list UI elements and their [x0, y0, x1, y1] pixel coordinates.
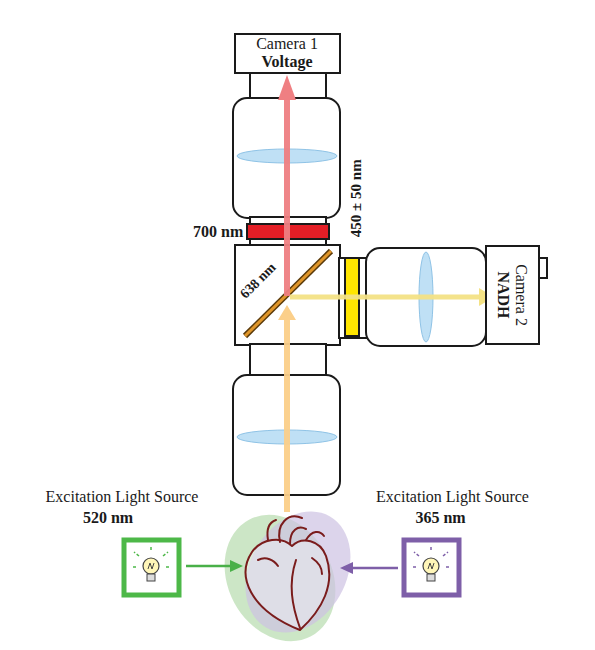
node-title: Excitation Light Source	[376, 488, 529, 506]
node-title: Excitation Light Source	[46, 488, 199, 506]
arrow-head	[340, 562, 353, 574]
node-title: Camera 2	[512, 264, 530, 326]
filament	[148, 563, 154, 569]
atrium-lines	[258, 558, 322, 574]
light-source: Excitation Light Source 520 nm	[12, 488, 232, 600]
green-excitation-arrow	[186, 565, 232, 568]
bulb	[143, 558, 159, 574]
camera-bump	[539, 258, 547, 278]
light-source: Excitation Light Source 365 nm	[345, 488, 560, 600]
aorta	[279, 516, 306, 544]
text-group: Excitation Light Source365 nm	[376, 488, 529, 529]
heart	[246, 516, 330, 630]
nadh-path	[290, 295, 480, 300]
node-title: Camera 1	[256, 35, 318, 53]
bulb-base	[427, 574, 435, 581]
septum-line	[292, 560, 300, 628]
node-subtitle: Voltage	[256, 53, 318, 71]
lamp-520	[124, 540, 179, 595]
lamp-365	[404, 540, 459, 595]
bulb-base	[147, 574, 155, 581]
voltage-path	[284, 99, 290, 296]
filter-wavelength: 450 ± 50 nm	[348, 159, 365, 237]
arrow-head	[230, 560, 243, 572]
camera-collar	[250, 72, 326, 99]
vessels	[267, 520, 324, 540]
violet-excitation-arrow	[352, 567, 398, 570]
arrow-head	[278, 75, 296, 100]
lamp-box	[404, 540, 459, 595]
bulb	[423, 558, 439, 574]
text-group: Camera 1Voltage	[256, 35, 318, 70]
heart-outline	[246, 540, 330, 630]
node-subtitle: NADH	[494, 264, 512, 326]
violet-illumination	[224, 493, 371, 650]
lamp-box	[124, 540, 179, 595]
arrow-head	[278, 305, 296, 320]
filter-wavelength: 700 nm	[193, 223, 243, 241]
filament	[428, 563, 434, 569]
text-group: Camera 2NADH	[494, 264, 529, 326]
node-subtitle: 520 nm	[32, 509, 185, 527]
camera-box: Camera 2NADH	[485, 245, 540, 345]
node-subtitle: 365 nm	[364, 509, 517, 527]
optical-train	[233, 72, 547, 495]
emission-path	[284, 318, 290, 512]
text-group: Excitation Light Source520 nm	[46, 488, 199, 529]
camera-box: Camera 1Voltage	[234, 33, 341, 74]
